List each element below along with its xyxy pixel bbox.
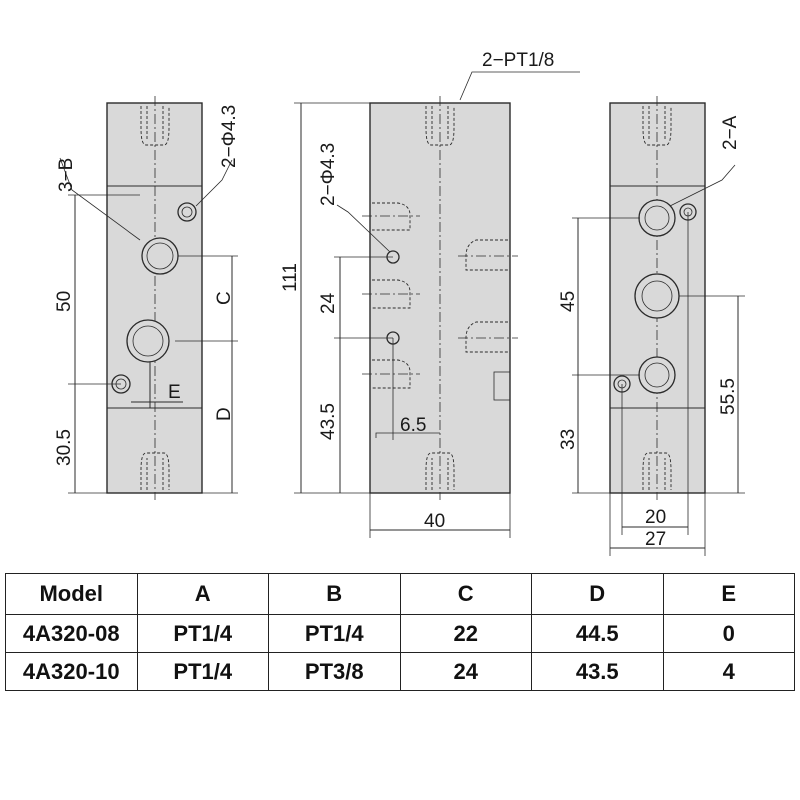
middle-43-5-label: 43.5 xyxy=(318,403,339,440)
left-3b-label: 3−B xyxy=(56,158,77,192)
table-cell: 4A320-10 xyxy=(5,652,138,691)
table-cell: PT1/4 xyxy=(268,614,401,653)
table-cell: 22 xyxy=(399,614,532,653)
right-27-label: 27 xyxy=(645,529,666,550)
middle-40-label: 40 xyxy=(424,511,445,532)
middle-phi-label: 2−Φ4.3 xyxy=(318,143,339,206)
middle-6-5-label: 6.5 xyxy=(400,415,426,436)
table-header-row: Model A B C D E xyxy=(5,573,795,615)
left-mount-hole-upper xyxy=(177,202,197,222)
table-header-cell: D xyxy=(531,573,664,615)
table-cell: 44.5 xyxy=(531,614,664,653)
table-header-cell: C xyxy=(399,573,532,615)
left-e-label: E xyxy=(168,382,181,403)
technical-drawing: 3−B 2−Φ4.3 50 30.5 C D E xyxy=(54,50,745,556)
model-spec-table: Model A B C D E 4A320-08 PT1/4 PT1/4 22 … xyxy=(5,573,795,691)
left-phi-label: 2−Φ4.3 xyxy=(219,105,240,168)
right-55-5-label: 55.5 xyxy=(718,378,739,415)
table-cell: PT3/8 xyxy=(268,652,401,691)
right-view: 2−A 45 33 55.5 20 27 xyxy=(558,96,745,556)
table-cell: 0 xyxy=(662,614,795,653)
middle-24-label: 24 xyxy=(318,292,339,314)
left-view: 3−B 2−Φ4.3 50 30.5 C D E xyxy=(54,96,240,500)
left-d-label: D xyxy=(214,407,235,421)
table-cell: 43.5 xyxy=(531,652,664,691)
left-30-5-label: 30.5 xyxy=(54,429,75,466)
table-header-cell: B xyxy=(268,573,401,615)
right-2a-label: 2−A xyxy=(720,115,741,150)
table-header-cell: E xyxy=(662,573,795,615)
right-20-label: 20 xyxy=(645,507,666,528)
right-port-lower xyxy=(638,356,676,394)
table-row: 4A320-08 PT1/4 PT1/4 22 44.5 0 xyxy=(5,614,795,653)
table-header-cell: A xyxy=(136,573,269,615)
left-c-label: C xyxy=(214,291,235,305)
right-port-upper xyxy=(638,199,676,237)
table-cell: 24 xyxy=(399,652,532,691)
table-cell: PT1/4 xyxy=(136,614,269,653)
table-header-cell: Model xyxy=(5,573,138,615)
table-cell: PT1/4 xyxy=(136,652,269,691)
left-50-label: 50 xyxy=(54,291,75,312)
right-33-label: 33 xyxy=(558,429,579,450)
table-row: 4A320-10 PT1/4 PT3/8 24 43.5 4 xyxy=(5,652,795,691)
middle-view: 2−PT1/8 2−Φ4.3 111 24 43.5 6.5 40 xyxy=(280,50,580,538)
table-cell: 4 xyxy=(662,652,795,691)
right-45-label: 45 xyxy=(558,291,579,312)
table-cell: 4A320-08 xyxy=(5,614,138,653)
middle-pt-label: 2−PT1/8 xyxy=(482,50,554,71)
left-body xyxy=(106,102,203,494)
middle-111-label: 111 xyxy=(280,263,301,292)
